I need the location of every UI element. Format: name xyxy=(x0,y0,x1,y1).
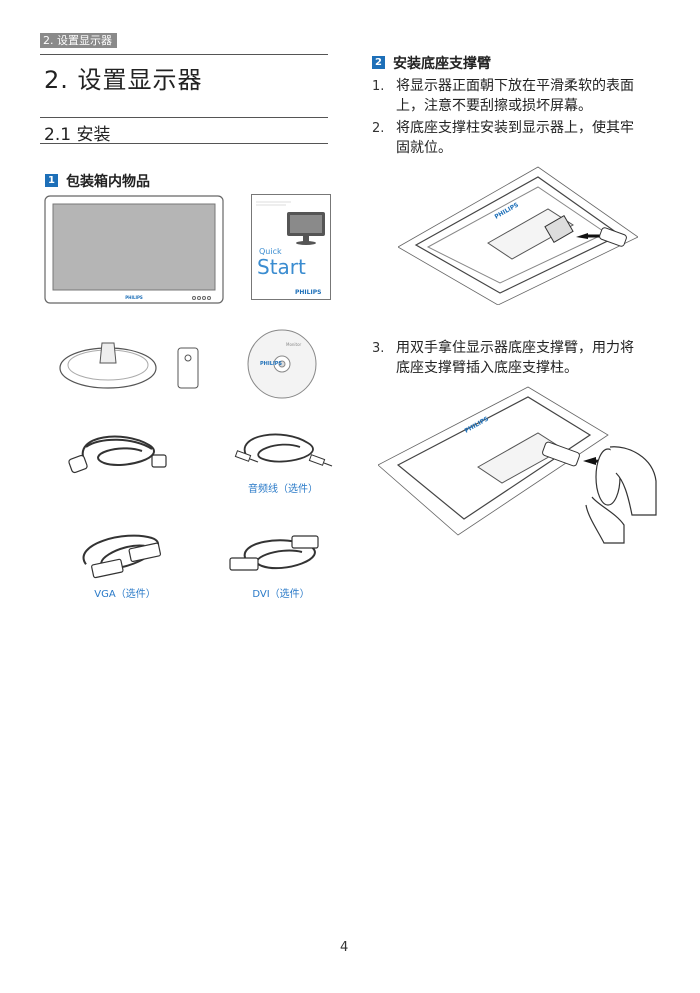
page-number: 4 xyxy=(340,940,349,955)
start-label: Start xyxy=(257,255,306,279)
dvi-cable-caption: DVI（选件） xyxy=(252,589,310,600)
subsection-title: 2.1 安装 xyxy=(44,125,111,145)
step-number: 1. xyxy=(372,79,385,94)
audio-cable-illustration xyxy=(234,433,333,467)
stand-install-heading: 安装底座支撑臂 xyxy=(393,56,491,72)
monitor-brand-text: PHILIPS xyxy=(125,295,143,300)
step-3-text: 用双手拿住显示器底座支撑臂，用力将 底座支撑臂插入底座支撑柱。 xyxy=(396,340,634,376)
booklet-brand: PHILIPS xyxy=(295,289,321,296)
vga-cable-illustration xyxy=(82,534,162,579)
audio-cable-caption: 音频线（选件） xyxy=(248,484,318,495)
section-title: 2. 设置显示器 xyxy=(44,66,203,94)
cd-illustration: PHILIPS Monitor xyxy=(247,329,317,399)
package-badge: 1 xyxy=(45,174,58,187)
package-heading: 包装箱内物品 xyxy=(66,174,150,190)
quick-label: Quick xyxy=(259,247,282,256)
step-2-text: 将底座支撑柱安装到显示器上，使其牢 固就位。 xyxy=(396,120,634,156)
header-tab: 2. 设置显示器 xyxy=(40,33,117,48)
monitor-front-illustration: PHILIPS xyxy=(44,195,224,304)
vga-cable-caption: VGA（选件） xyxy=(94,589,156,600)
step-number: 2. xyxy=(372,121,385,136)
step-1-text: 将显示器正面朝下放在平滑柔软的表面 上，注意不要刮擦或损坏屏幕。 xyxy=(396,78,634,114)
base-attach-figure: PHILIPS xyxy=(378,386,657,544)
section-rule-top xyxy=(40,54,328,55)
power-cable-illustration xyxy=(68,435,167,474)
cd-brand: PHILIPS xyxy=(260,361,282,367)
quick-start-booklet-illustration: Quick Start PHILIPS xyxy=(251,194,331,300)
stand-attach-figure: PHILIPS xyxy=(398,166,638,305)
cd-label: Monitor xyxy=(286,342,302,347)
base-column-illustration xyxy=(177,347,199,389)
subsection-rule-bottom xyxy=(40,143,328,144)
stand-install-badge: 2 xyxy=(372,56,385,69)
step-number: 3. xyxy=(372,341,385,356)
monitor-base-illustration xyxy=(59,342,157,389)
dvi-cable-illustration xyxy=(229,535,319,571)
subsection-rule-top xyxy=(40,117,328,118)
